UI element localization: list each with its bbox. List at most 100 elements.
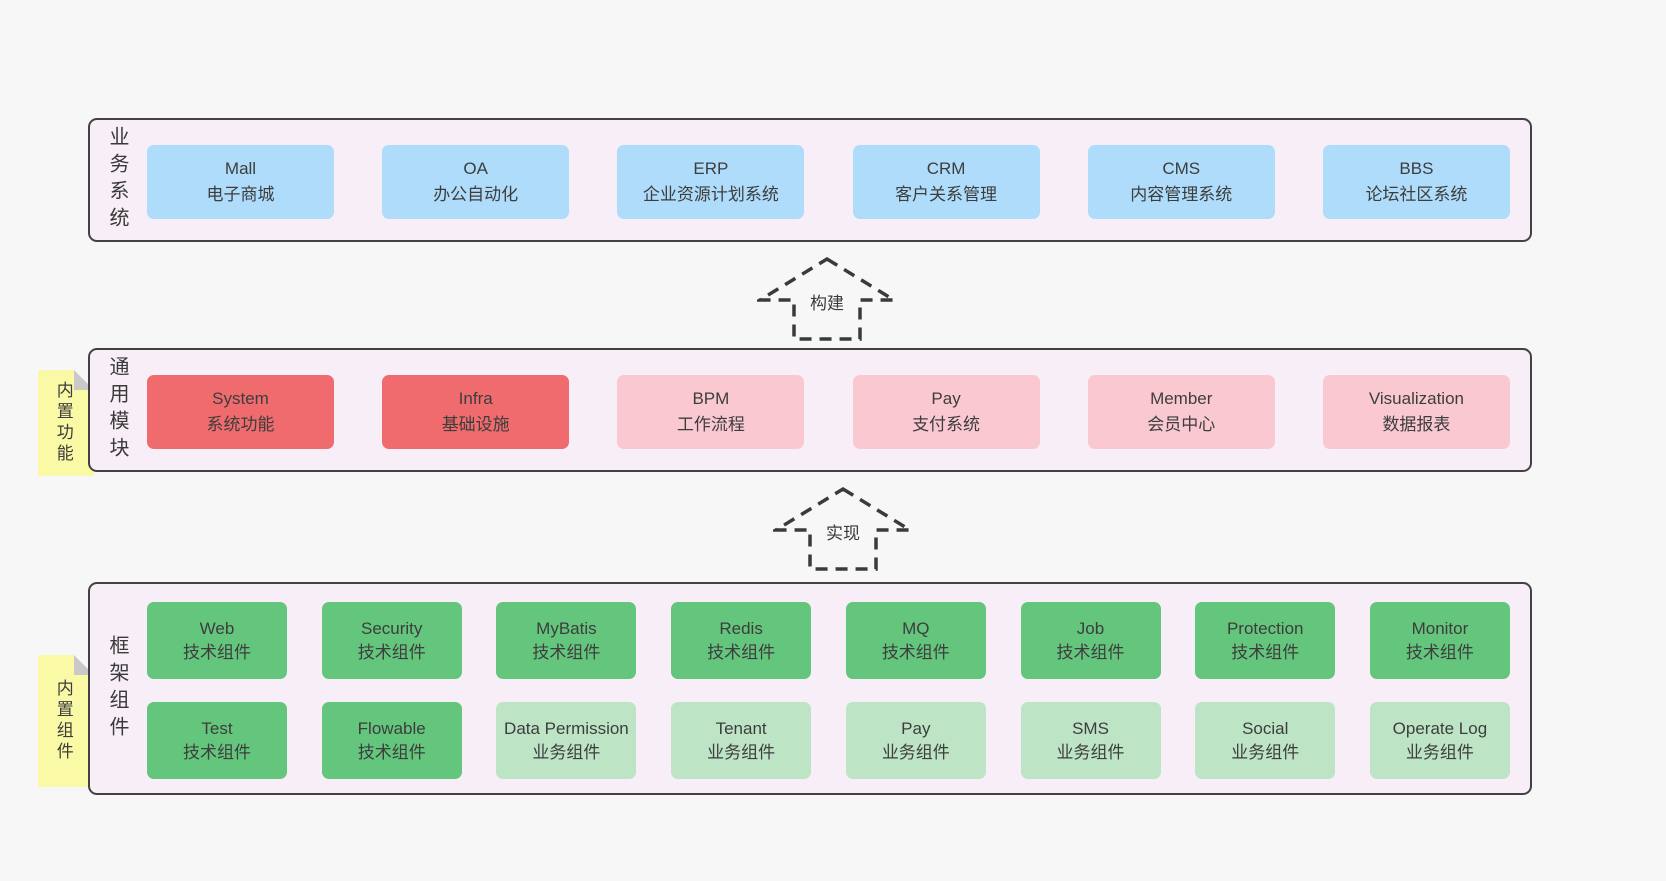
box-subtitle: 技术组件 <box>357 642 426 662</box>
box-subtitle: 技术组件 <box>881 642 950 662</box>
sticky-note-label: 内置功能 <box>53 381 73 465</box>
box-pay-component: Pay 业务组件 <box>845 702 986 779</box>
section-business-systems: 业务系统 Mall 电子商城 OA 办公自动化 ERP 企业资源计划系统 CRM… <box>88 118 1532 242</box>
box-subtitle: 业务组件 <box>881 742 950 762</box>
box-cms: CMS 内容管理系统 <box>1087 145 1275 219</box>
box-row: System 系统功能 Infra 基础设施 BPM 工作流程 Pay 支付系统… <box>147 375 1510 449</box>
box-sms: SMS 业务组件 <box>1020 702 1161 779</box>
box-subtitle: 会员中心 <box>1147 415 1216 434</box>
box-subtitle: 企业资源计划系统 <box>642 185 779 204</box>
box-subtitle: 内容管理系统 <box>1130 185 1233 204</box>
section-title: 框架组件 <box>106 634 128 743</box>
box-mq: MQ 技术组件 <box>845 602 986 679</box>
box-title: BPM <box>692 389 730 408</box>
box-title: Infra <box>458 389 493 408</box>
box-subtitle: 工作流程 <box>676 415 745 434</box>
box-mybatis: MyBatis 技术组件 <box>496 602 637 679</box>
box-title: Visualization <box>1368 389 1464 408</box>
box-subtitle: 支付系统 <box>912 415 981 434</box>
box-title: Test <box>201 718 233 738</box>
section-common-modules: 通用模块 System 系统功能 Infra 基础设施 BPM 工作流程 Pay… <box>88 348 1532 472</box>
box-subtitle: 技术组件 <box>1056 642 1125 662</box>
box-title: Monitor <box>1411 618 1469 638</box>
build-arrow: 构建 <box>757 256 897 342</box>
box-social: Social 业务组件 <box>1195 702 1336 779</box>
box-system: System 系统功能 <box>147 375 334 449</box>
box-visualization: Visualization 数据报表 <box>1322 375 1510 449</box>
box-row: Mall 电子商城 OA 办公自动化 ERP 企业资源计划系统 CRM 客户关系… <box>147 145 1510 219</box>
box-data-permission: Data Permission 业务组件 <box>496 702 637 779</box>
box-erp: ERP 企业资源计划系统 <box>617 145 805 219</box>
box-protection: Protection 技术组件 <box>1195 602 1336 679</box>
box-infra: Infra 基础设施 <box>382 375 570 449</box>
box-bpm: BPM 工作流程 <box>617 375 805 449</box>
box-subtitle: 技术组件 <box>357 742 426 762</box>
box-bbs: BBS 论坛社区系统 <box>1322 145 1510 219</box>
box-title: Flowable <box>357 718 426 738</box>
box-subtitle: 论坛社区系统 <box>1365 185 1468 204</box>
box-security: Security 技术组件 <box>321 602 462 679</box>
box-title: MyBatis <box>536 618 597 638</box>
box-title: Pay <box>931 389 961 408</box>
box-title: Member <box>1150 389 1213 408</box>
box-subtitle: 技术组件 <box>183 642 251 662</box>
section-framework-components: 框架组件 Web 技术组件 Security 技术组件 MyBatis 技术组件… <box>88 582 1532 795</box>
box-title: Redis <box>719 618 763 638</box>
implement-arrow: 实现 <box>773 486 913 572</box>
sticky-note-built-in-components: 内置组件 <box>38 655 94 787</box>
box-flowable: Flowable 技术组件 <box>321 702 462 779</box>
box-subtitle: 技术组件 <box>1405 642 1474 662</box>
box-oa: OA 办公自动化 <box>382 145 570 219</box>
box-subtitle: 业务组件 <box>1405 742 1474 762</box>
section-title: 通用模块 <box>106 356 128 464</box>
box-subtitle: 技术组件 <box>707 642 776 662</box>
section-title: 业务系统 <box>106 126 128 234</box>
box-title: Job <box>1076 618 1105 638</box>
box-row: Test 技术组件 Flowable 技术组件 Data Permission … <box>147 702 1510 779</box>
box-subtitle: 技术组件 <box>532 642 601 662</box>
arrow-label: 构建 <box>806 288 848 315</box>
sticky-note-built-in-functions: 内置功能 <box>38 370 94 476</box>
box-subtitle: 电子商城 <box>206 185 275 204</box>
box-tenant: Tenant 业务组件 <box>671 702 812 779</box>
up-arrow-icon <box>757 256 897 341</box>
box-title: Web <box>199 618 235 638</box>
box-subtitle: 数据报表 <box>1382 415 1451 434</box>
box-title: Social <box>1242 718 1289 738</box>
box-subtitle: 系统功能 <box>206 415 275 434</box>
up-arrow-icon <box>773 486 913 571</box>
box-title: Protection <box>1226 618 1304 638</box>
box-test: Test 技术组件 <box>147 702 287 779</box>
box-subtitle: 技术组件 <box>1231 642 1300 662</box>
box-redis: Redis 技术组件 <box>671 602 812 679</box>
box-subtitle: 业务组件 <box>1231 742 1300 762</box>
box-subtitle: 业务组件 <box>1056 742 1125 762</box>
box-subtitle: 办公自动化 <box>433 185 519 204</box>
box-title: Tenant <box>715 718 767 738</box>
box-mall: Mall 电子商城 <box>147 145 334 219</box>
box-member: Member 会员中心 <box>1087 375 1275 449</box>
box-subtitle: 业务组件 <box>707 742 776 762</box>
box-title: CMS <box>1162 159 1201 178</box>
box-subtitle: 客户关系管理 <box>895 185 998 204</box>
box-subtitle: 技术组件 <box>183 742 251 762</box>
box-title: System <box>212 389 269 408</box>
box-title: Mall <box>224 159 257 178</box>
sticky-note-label: 内置组件 <box>53 679 73 763</box>
box-title: ERP <box>693 159 729 178</box>
arrow-label: 实现 <box>822 518 864 545</box>
box-operate-log: Operate Log 业务组件 <box>1369 702 1510 779</box>
box-job: Job 技术组件 <box>1020 602 1161 679</box>
box-monitor: Monitor 技术组件 <box>1369 602 1510 679</box>
box-title: Security <box>360 618 423 638</box>
box-title: MQ <box>902 618 930 638</box>
box-title: BBS <box>1399 159 1434 178</box>
box-title: Operate Log <box>1392 718 1488 738</box>
box-title: CRM <box>926 159 966 178</box>
box-subtitle: 业务组件 <box>532 742 601 762</box>
box-pay-system: Pay 支付系统 <box>852 375 1040 449</box>
box-row: Web 技术组件 Security 技术组件 MyBatis 技术组件 Redi… <box>147 602 1510 679</box>
box-subtitle: 基础设施 <box>441 415 510 434</box>
box-title: SMS <box>1072 718 1109 738</box>
